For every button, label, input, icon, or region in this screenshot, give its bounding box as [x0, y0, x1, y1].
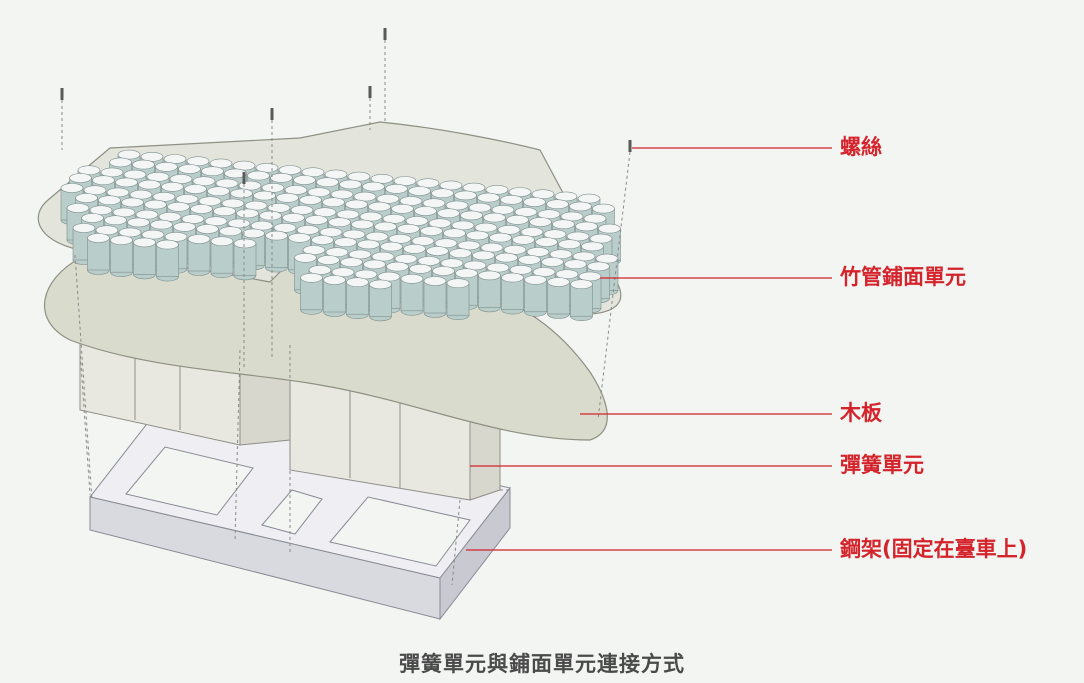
bamboo-tube — [524, 274, 547, 317]
screw-icon — [383, 28, 387, 40]
bamboo-tube — [346, 277, 369, 320]
screw-icon — [242, 172, 246, 184]
bamboo-tube — [501, 272, 524, 315]
bamboo-tube — [233, 238, 257, 281]
bamboo-tube — [400, 273, 424, 316]
bamboo-tube — [547, 277, 570, 319]
bamboo-tube — [265, 230, 288, 273]
guide-line — [597, 151, 631, 421]
guide-line — [79, 349, 91, 496]
label-bamboo-paving-unit: 竹管鋪面單元 — [840, 265, 966, 289]
label-wooden-board: 木板 — [840, 401, 882, 425]
label-steel-frame: 鋼架(固定在臺車上) — [840, 537, 1028, 561]
bamboo-tube — [156, 239, 179, 282]
screw-icon — [270, 108, 274, 120]
bamboo-tube — [570, 279, 593, 322]
bamboo-paving-unit — [37, 121, 622, 322]
bamboo-tube — [133, 237, 156, 280]
screw-icon — [60, 88, 64, 100]
bamboo-tube — [300, 272, 323, 315]
label-screw: 螺絲 — [840, 135, 882, 159]
leader-lines — [466, 147, 832, 551]
figure-caption: 彈簧單元與鋪面單元連接方式 — [399, 652, 685, 676]
bamboo-tube — [323, 275, 346, 317]
bamboo-tube — [369, 279, 392, 322]
screw-icon — [628, 140, 632, 152]
bamboo-tube — [87, 233, 110, 275]
alignment-guides — [61, 40, 631, 586]
bamboo-tube — [446, 278, 470, 321]
bamboo-tube — [210, 236, 234, 279]
label-spring-unit: 彈簧單元 — [840, 453, 924, 477]
screw-icon — [368, 86, 372, 98]
bamboo-tube — [187, 234, 211, 276]
screws — [60, 28, 632, 184]
guide-line — [451, 499, 461, 586]
bamboo-tube — [423, 276, 447, 318]
bamboo-tube — [110, 235, 133, 278]
bamboo-tube — [478, 270, 501, 313]
guide-line — [234, 349, 241, 541]
steel-frame — [89, 406, 511, 621]
guide-line — [74, 254, 93, 501]
bamboo-tubes — [60, 149, 621, 322]
